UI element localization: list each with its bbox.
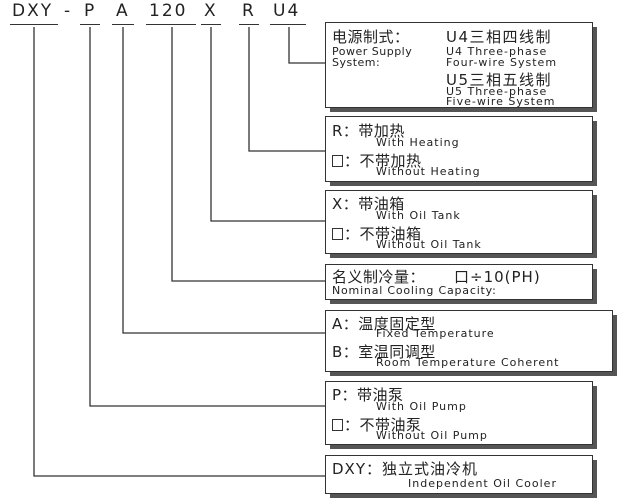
code-underline-r: [239, 24, 259, 25]
power-u4-en-1: U4 Three-phase: [446, 45, 548, 58]
heating-none-row: ：不带加热: [332, 150, 422, 171]
code-underline-x: [201, 24, 221, 25]
capacity-box: 名义制冷量： 口÷10(PH) Nominal Cooling Capacity…: [325, 264, 597, 304]
oil-tank-none-en: Without Oil Tank: [376, 238, 482, 251]
power-u5-cn: U5三相五线制: [446, 71, 553, 89]
oil-tank-x-en: With Oil Tank: [376, 209, 461, 222]
heating-none-en: Without Heating: [376, 165, 481, 178]
heating-box: R：带加热 With Heating ：不带加热 Without Heating: [325, 116, 597, 186]
wire-p: [89, 27, 325, 407]
oil-tank-x-cn: X：带油箱: [332, 195, 405, 213]
pump-none-en: Without Oil Pump: [376, 429, 488, 442]
capacity-cn: 名义制冷量：: [332, 268, 426, 286]
wire-capacity: [171, 27, 325, 282]
pump-box: P：带油泵 With Oil Pump ：不带油泵 Without Oil Pu…: [325, 381, 597, 449]
code-underline-a: [112, 24, 134, 25]
heating-none-cn: ：不带加热: [344, 152, 422, 170]
power-supply-box: 电源制式： Power Supply System: U4三相四线制 U4 Th…: [325, 22, 597, 112]
power-label-en-1: Power Supply: [332, 45, 413, 58]
code-underline-p: [80, 24, 100, 25]
product-box: DXY：独立式油冷机 Independent Oil Cooler: [325, 455, 597, 498]
code-u4: U4: [273, 1, 301, 21]
power-u4-cn: U4三相四线制: [446, 28, 553, 46]
temperature-b-cn: B：室温同调型: [332, 343, 436, 361]
pump-none-row: ：不带油泵: [332, 414, 422, 435]
code-dash: -: [64, 1, 73, 21]
wire-u4: [288, 27, 325, 64]
heating-r-cn: R：带加热: [332, 122, 405, 140]
power-label-en-2: System:: [332, 56, 381, 69]
capacity-en: Nominal Cooling Capacity:: [332, 284, 497, 297]
product-cn: DXY：独立式油冷机: [332, 460, 478, 478]
pump-none-cn: ：不带油泵: [344, 416, 422, 434]
oil-tank-none-row: ：不带油箱: [332, 223, 422, 244]
oil-tank-box: X：带油箱 With Oil Tank ：不带油箱 Without Oil Ta…: [325, 190, 597, 258]
oil-tank-none-cn: ：不带油箱: [344, 225, 422, 243]
code-x: X: [204, 1, 218, 21]
power-u5-en-1: U5 Three-phase: [446, 85, 548, 98]
temperature-a-en: Fixed Temperature: [376, 327, 495, 340]
temperature-box: A：温度固定型 Fixed Temperature B：室温同调型 Room T…: [325, 310, 617, 376]
temperature-a-cn: A：温度固定型: [332, 315, 436, 333]
power-u4-en-2: Four-wire System: [446, 56, 558, 69]
pump-checkbox-icon: [332, 419, 343, 431]
heating-r-en: With Heating: [376, 136, 460, 149]
code-underline-u4: [270, 24, 306, 25]
wire-a: [122, 27, 325, 334]
wire-r: [248, 27, 325, 152]
pump-p-en: With Oil Pump: [376, 400, 467, 413]
capacity-formula: 口÷10(PH): [454, 268, 541, 286]
pump-p-cn: P：带油泵: [332, 386, 404, 404]
oil-tank-checkbox-icon: [332, 228, 343, 240]
wire-dxy: [33, 27, 325, 477]
code-underline-120: [146, 24, 196, 25]
power-u5-en-2: Five-wire System: [446, 95, 556, 108]
code-a: A: [116, 1, 130, 21]
code-120: 120: [149, 1, 188, 21]
code-underline-dxy: [10, 24, 58, 25]
heating-checkbox-icon: [332, 155, 343, 167]
code-p: P: [84, 1, 97, 21]
product-en: Independent Oil Cooler: [408, 477, 557, 490]
temperature-b-en: Room Temperature Coherent: [376, 356, 560, 369]
power-label-cn: 电源制式：: [332, 28, 410, 46]
code-r: R: [242, 1, 256, 21]
code-dxy: DXY: [12, 1, 54, 21]
wire-x: [210, 27, 325, 222]
